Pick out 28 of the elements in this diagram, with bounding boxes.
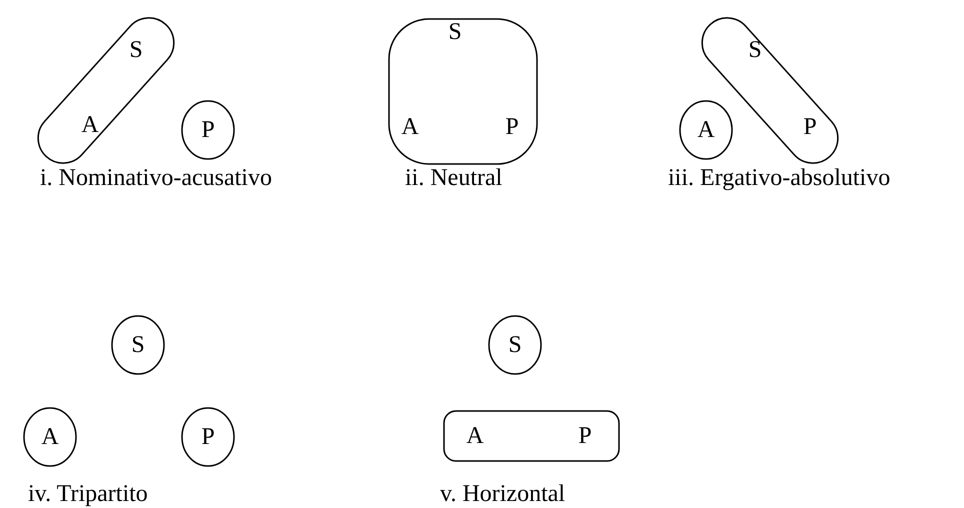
argument-label: S (448, 20, 462, 44)
panel-caption: v. Horizontal (440, 482, 566, 506)
argument-label: A (41, 425, 59, 449)
argument-circle (181, 407, 235, 467)
argument-label: A (466, 424, 484, 448)
argument-circle (23, 407, 77, 467)
grouping-outline (443, 410, 620, 462)
panel-caption: i. Nominativo-acusativo (40, 166, 272, 190)
argument-circle (181, 100, 235, 160)
panel-caption: ii. Neutral (405, 166, 502, 190)
argument-label: S (508, 333, 522, 357)
argument-label: P (803, 115, 817, 139)
argument-label: A (81, 113, 99, 137)
argument-circle (111, 315, 165, 375)
argument-label: A (697, 118, 715, 142)
argument-label: P (578, 424, 592, 448)
grouping-outline (388, 18, 538, 165)
argument-label: P (201, 118, 215, 142)
panel-caption: iv. Tripartito (28, 482, 148, 506)
argument-label: S (131, 333, 145, 357)
argument-label: S (748, 38, 762, 62)
argument-circle (488, 315, 542, 375)
argument-circle (679, 100, 733, 160)
argument-label: A (401, 115, 419, 139)
panel-caption: iii. Ergativo-absolutivo (668, 166, 890, 190)
argument-label: P (201, 425, 215, 449)
argument-label: S (129, 38, 143, 62)
argument-label: P (505, 115, 519, 139)
